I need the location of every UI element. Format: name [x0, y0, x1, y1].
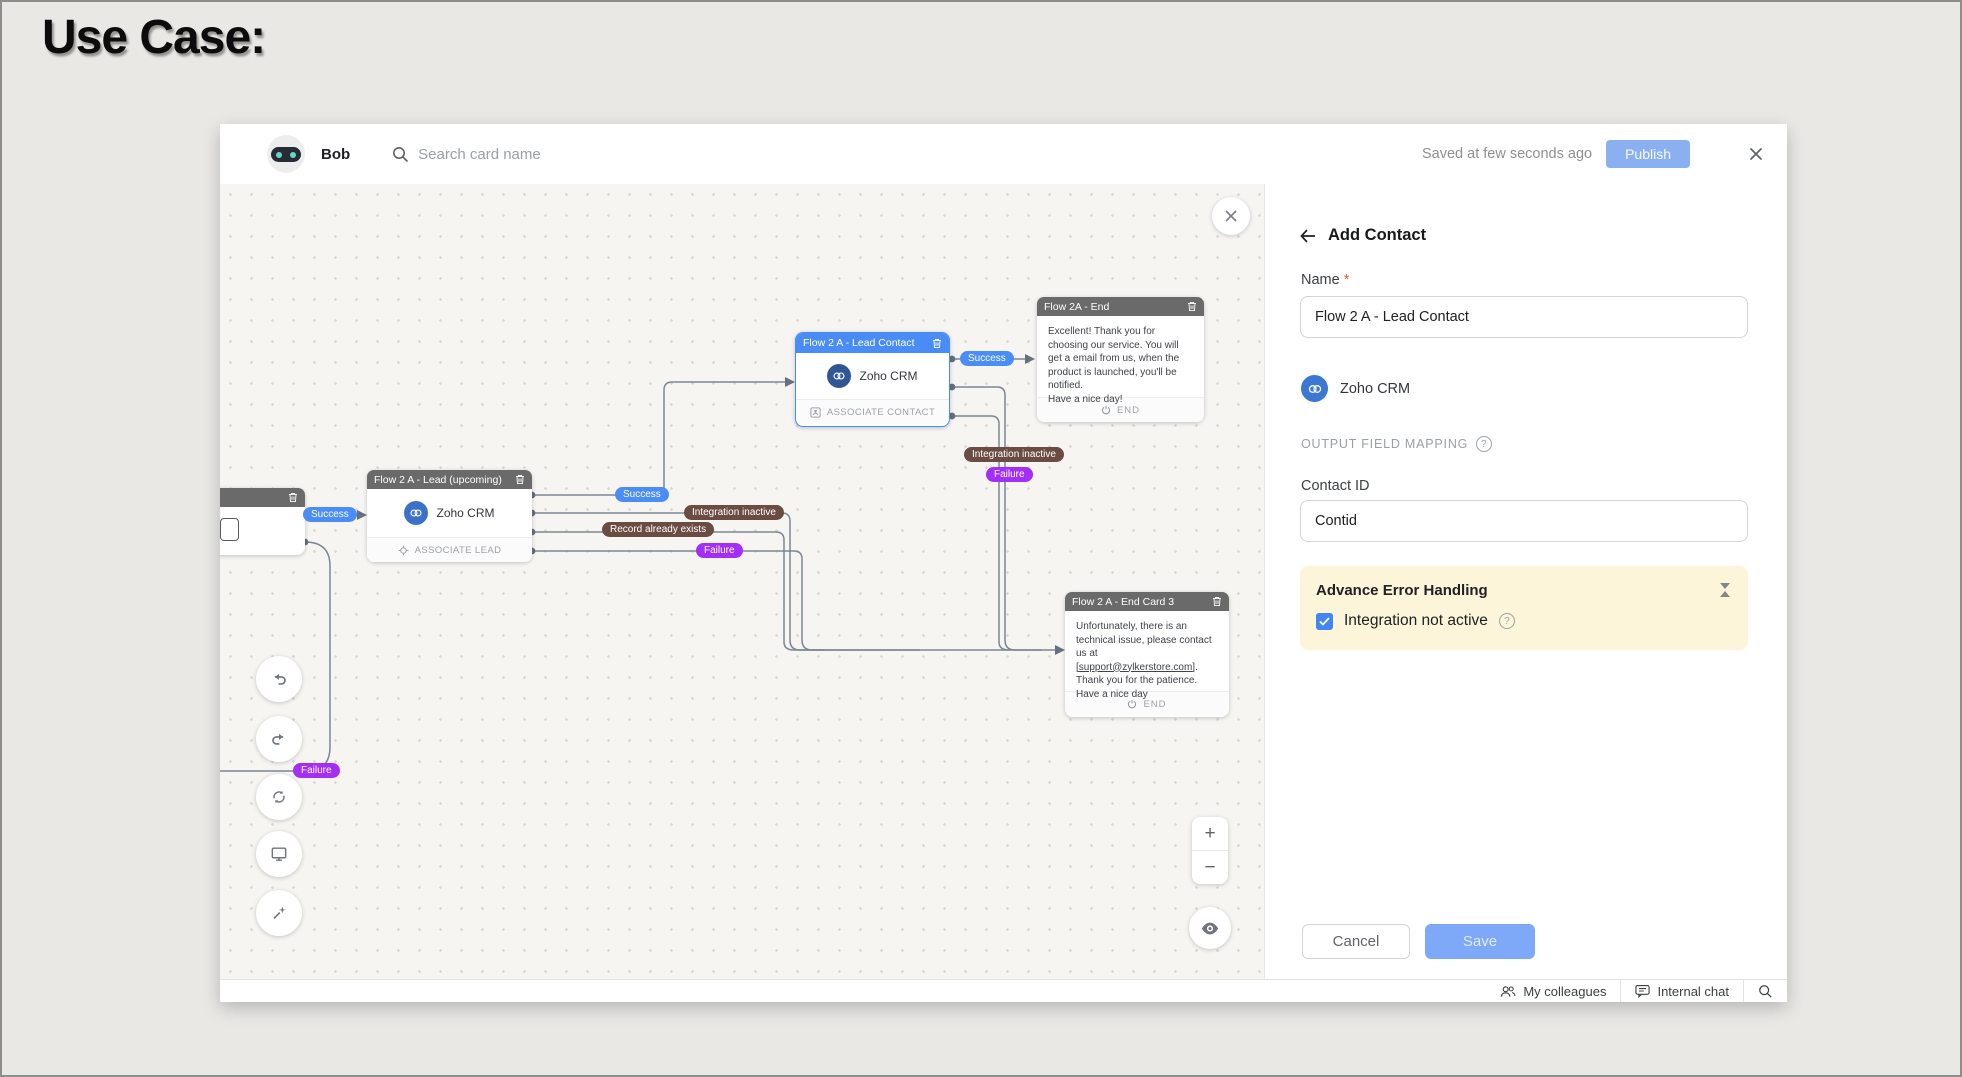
- cancel-button[interactable]: Cancel: [1302, 924, 1410, 959]
- bot-builder-window: Bob Saved at few seconds ago Publish: [220, 124, 1787, 1002]
- branch-pill-failure: Failure: [696, 543, 743, 558]
- topbar: Bob Saved at few seconds ago Publish: [220, 124, 1787, 184]
- collapse-icon[interactable]: [1718, 581, 1732, 599]
- error-handling-title: Advance Error Handling: [1316, 581, 1488, 599]
- end-message: Unfortunately, there is an technical iss…: [1076, 621, 1212, 700]
- branch-pill-success: Success: [960, 351, 1014, 366]
- chat-icon: [1635, 984, 1651, 998]
- back-arrow-icon[interactable]: [1299, 228, 1317, 244]
- flow-card-header: Flow 2 A - Lead (upcoming): [367, 470, 532, 489]
- search-icon: [392, 146, 409, 163]
- people-icon: [1499, 985, 1516, 998]
- redo-button[interactable]: [256, 716, 302, 762]
- flow-card-lead-contact[interactable]: Flow 2 A - Lead Contact Zoho CRM ASSOCI: [795, 332, 950, 427]
- help-icon[interactable]: [1476, 436, 1493, 452]
- flow-card-header: Flow 2 A - End Card 3: [1065, 592, 1229, 611]
- canvas-close-icon[interactable]: [1212, 197, 1250, 235]
- panel-title: Add Contact: [1328, 226, 1427, 244]
- window-close-icon[interactable]: [1748, 146, 1764, 162]
- flow-card-header: Flow 2 A - Lead Contact: [796, 333, 949, 353]
- bot-avatar-visor: [271, 147, 301, 162]
- preview-eye-button[interactable]: [1189, 907, 1231, 949]
- flow-card-title: Flow 2 A - End Card 3: [1072, 595, 1175, 608]
- branch-pill-success: Success: [303, 507, 357, 522]
- branch-pill-failure: Failure: [293, 763, 340, 778]
- flow-canvas[interactable]: Flow 2 A - Lead (upcoming) Zoho CRM ASS: [220, 184, 1264, 979]
- magic-wand-button[interactable]: [256, 890, 302, 936]
- power-icon: [1101, 405, 1111, 415]
- end-footer: END: [1065, 691, 1229, 716]
- flow-card-title: Flow 2 A - Lead (upcoming): [374, 473, 502, 486]
- output-field-mapping-label: OUTPUT FIELD MAPPING: [1301, 436, 1493, 452]
- internal-chat-button[interactable]: Internal chat: [1620, 980, 1743, 1002]
- integration-not-active-checkbox[interactable]: [1316, 612, 1333, 630]
- trash-icon[interactable]: [288, 492, 298, 503]
- bot-avatar-eye: [290, 152, 296, 158]
- branch-pill-failure: Failure: [986, 467, 1033, 482]
- required-asterisk: *: [1343, 272, 1350, 288]
- service-name: Zoho CRM: [859, 369, 918, 383]
- my-colleagues-button[interactable]: My colleagues: [1485, 980, 1621, 1002]
- integration-row: Zoho CRM: [1301, 375, 1410, 402]
- branch-pill-success: Success: [615, 487, 669, 502]
- undo-button[interactable]: [256, 656, 302, 702]
- sync-button[interactable]: [256, 774, 302, 820]
- bot-name: Bob: [321, 145, 351, 163]
- flow-card-partial[interactable]: [220, 488, 305, 555]
- contact-id-input[interactable]: [1300, 500, 1748, 542]
- associate-contact-icon: [810, 406, 821, 418]
- card-search: [392, 145, 679, 163]
- saved-status: Saved at few seconds ago: [1421, 146, 1593, 162]
- trash-icon[interactable]: [515, 474, 525, 485]
- preview-screen-button[interactable]: [256, 831, 302, 877]
- card-action: ASSOCIATE LEAD: [367, 537, 532, 562]
- help-icon[interactable]: [1498, 613, 1515, 629]
- zoho-crm-icon: [404, 501, 429, 525]
- flow-card-end[interactable]: Flow 2A - End Excellent! Thank you for c…: [1037, 297, 1204, 422]
- trash-icon[interactable]: [1187, 301, 1197, 312]
- zoho-crm-icon: [827, 364, 852, 388]
- zoom-controls: + −: [1192, 817, 1228, 884]
- search-input[interactable]: [418, 145, 679, 163]
- support-email-link[interactable]: [support@zylkerstore.com]: [1076, 661, 1196, 673]
- bottom-search-icon[interactable]: [1743, 980, 1787, 1002]
- service-name: Zoho CRM: [436, 506, 495, 520]
- publish-button[interactable]: Publish: [1606, 140, 1690, 168]
- zoom-out-button[interactable]: −: [1192, 851, 1228, 884]
- flow-card-lead-upcoming[interactable]: Flow 2 A - Lead (upcoming) Zoho CRM ASS: [367, 470, 532, 562]
- flow-card-title: Flow 2 A - Lead Contact: [803, 337, 915, 349]
- card-glyph: [220, 518, 239, 541]
- branch-pill-record-exists: Record already exists: [602, 522, 715, 537]
- flow-card-header: Flow 2A - End: [1037, 297, 1204, 316]
- flow-card-title: Flow 2A - End: [1044, 300, 1110, 313]
- integration-name: Zoho CRM: [1340, 380, 1411, 397]
- trash-icon[interactable]: [1212, 596, 1222, 607]
- name-label: Name *: [1301, 272, 1350, 288]
- flow-card-end-3[interactable]: Flow 2 A - End Card 3 Unfortunately, the…: [1065, 592, 1229, 717]
- associate-lead-icon: [398, 545, 409, 556]
- card-action: ASSOCIATE CONTACT: [796, 399, 949, 424]
- power-icon: [1127, 699, 1137, 709]
- end-footer: END: [1037, 397, 1204, 422]
- checkbox-label: Integration not active: [1344, 612, 1488, 629]
- trash-icon[interactable]: [932, 338, 942, 349]
- bot-avatar: [267, 135, 305, 173]
- flow-card-header: [220, 488, 305, 507]
- advance-error-handling-box: Advance Error Handling Integration not a…: [1300, 566, 1748, 650]
- end-message: Excellent! Thank you for choosing our se…: [1048, 326, 1180, 405]
- connection-layer: [220, 354, 1065, 772]
- card-settings-panel: Add Contact Name * Zoho CRM OUTPUT FIELD…: [1264, 184, 1787, 979]
- bottom-bar: My colleagues Internal chat: [220, 979, 1787, 1002]
- page-title: Use Case:: [42, 11, 266, 64]
- name-input[interactable]: [1300, 296, 1748, 338]
- save-button[interactable]: Save: [1425, 924, 1535, 959]
- zoho-crm-icon: [1301, 375, 1328, 402]
- zoom-in-button[interactable]: +: [1192, 817, 1228, 850]
- branch-pill-integration-inactive: Integration inactive: [684, 505, 784, 520]
- contact-id-label: Contact ID: [1301, 478, 1370, 494]
- branch-pill-integration-inactive: Integration inactive: [964, 447, 1064, 462]
- bot-avatar-eye: [276, 152, 282, 158]
